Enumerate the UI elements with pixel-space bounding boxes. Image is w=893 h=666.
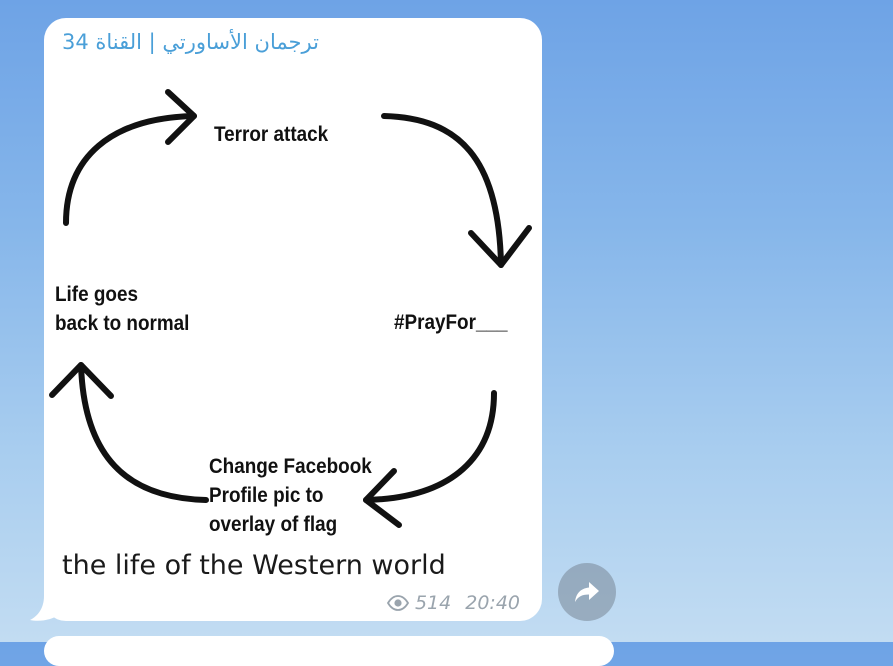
- view-count: 514: [414, 592, 452, 614]
- arrow-to-change-facebook: [363, 390, 497, 503]
- arrow-to-prayfor: [381, 113, 504, 268]
- message-image[interactable]: Terror attack #PrayFor___ Change Faceboo…: [44, 80, 542, 550]
- label-life-goes: Life goes back to normal: [55, 283, 190, 335]
- arrowhead-terror-attack: [165, 89, 197, 145]
- next-message-bubble: [44, 636, 614, 666]
- arrowhead-change-facebook: [363, 468, 402, 528]
- arrow-to-terror-attack: [63, 113, 197, 226]
- arrowhead-life-goes: [49, 362, 114, 399]
- message-time: 20:40: [465, 592, 520, 614]
- label-terror-attack: Terror attack: [214, 123, 329, 146]
- label-pray-for: #PrayFor___: [394, 311, 508, 334]
- channel-name[interactable]: ترجمان الأساورتي | القناة 34: [62, 30, 319, 54]
- share-arrow-icon: [575, 582, 599, 602]
- label-change-facebook: Change Facebook Profile pic to overlay o…: [209, 455, 372, 536]
- share-button[interactable]: [558, 563, 616, 621]
- arrow-to-life-goes: [78, 362, 209, 503]
- eye-icon: [386, 595, 409, 611]
- arrowhead-prayfor: [468, 225, 532, 268]
- message-caption: the life of the Western world: [62, 550, 446, 581]
- bubble-tail: [30, 596, 70, 621]
- cycle-diagram: [49, 89, 532, 528]
- message-meta: 514 20:40: [386, 592, 520, 614]
- message-bubble: ترجمان الأساورتي | القناة 34 Terror atta…: [44, 18, 542, 621]
